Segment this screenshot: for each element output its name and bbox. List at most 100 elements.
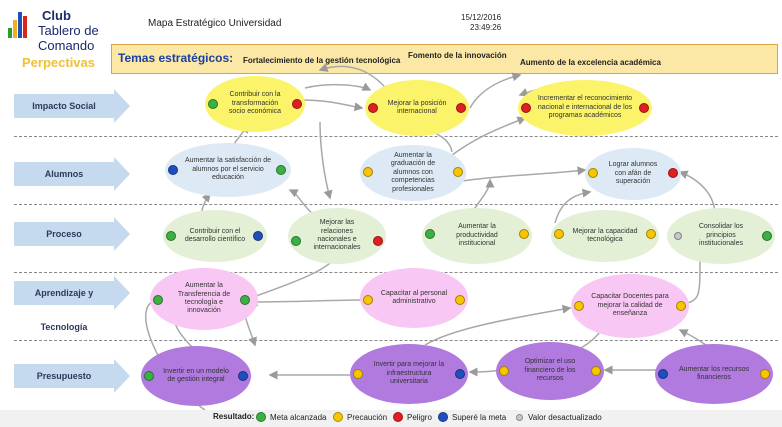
perspectives-label: Perpectivas [22,55,95,70]
objective-text: Aumentar la graduación de alumnos con co… [390,152,436,193]
objective-node-recursos-financieros[interactable]: Aumentar los recursos financieros [655,344,773,404]
objective-text: Mejorar la capacidad tecnológica [572,227,638,243]
status-green-icon [762,231,772,241]
row-impacto-social: Impacto Social [14,89,130,123]
legend-label: Superé la meta [452,412,507,422]
status-yellow-icon [676,301,686,311]
status-blue-icon [253,231,263,241]
status-blue-icon [658,369,668,379]
row-presupuesto: Presupuesto [14,359,130,393]
theme-gestion-tecnologica[interactable]: Fortalecimiento de la gestión tecnológic… [243,56,401,65]
header: Club Tablero de Comando Mapa Estratégico… [0,0,782,53]
club-logo: Club Tablero de Comando [8,8,138,53]
row-separator [14,340,778,341]
objective-node-productividad-institucional[interactable]: Aumentar la productividad institucional [422,208,532,264]
objective-text: Aumentar la Transferencia de tecnología … [177,282,231,315]
objective-text: Capacitar al personal administrativo [380,289,448,305]
status-red-icon [368,103,378,113]
theme-fomento-innovacion[interactable]: Fomento de la innovación [408,51,507,60]
legend-gray-icon [516,413,523,421]
status-green-icon [153,295,163,305]
legend-item-valor-desactualizado: Valor desactualizado [516,411,602,423]
objective-text: Incrementar el reconocimiento nacional e… [537,95,633,120]
objective-text: Invertir en un modelo de gestión integra… [163,367,229,383]
objective-node-modelo-gestion[interactable]: Invertir en un modelo de gestión integra… [141,346,251,406]
status-red-icon [456,103,466,113]
row-alumnos: Alumnos [14,157,130,191]
status-green-icon [166,231,176,241]
legend-green-icon [256,412,266,422]
row-label: Aprendizaje y Tecnología [34,288,94,332]
status-green-icon [291,236,301,246]
status-green-icon [208,99,218,109]
strategic-themes-title: Temas estratégicos: [118,51,234,65]
legend-title: Resultado: [213,412,255,421]
status-red-icon [521,103,531,113]
status-green-icon [276,165,286,175]
objective-node-principios-institucionales[interactable]: Consolidar los principios institucionale… [667,208,775,264]
row-label: Presupuesto [36,371,92,381]
status-yellow-icon [453,167,463,177]
status-blue-icon [238,371,248,381]
status-yellow-icon [455,295,465,305]
status-green-icon [144,371,154,381]
logo-tablero-text: Tablero de Comando [38,23,99,53]
objective-node-contribuir-transformacion[interactable]: Contribuir con la transformación socio e… [205,76,305,132]
row-separator [14,136,778,137]
row-separator [14,204,778,205]
objective-text: Lograr alumnos con afán de superación [608,161,658,186]
objective-node-reconocimiento-programas[interactable]: Incrementar el reconocimiento nacional e… [518,80,652,136]
legend-item-supere-meta: Superé la meta [438,411,506,423]
status-yellow-icon [591,366,601,376]
legend-label: Precaución [347,412,388,422]
objective-node-capacitar-docentes[interactable]: Capacitar Docentes para mejorar la calid… [571,274,689,338]
status-yellow-icon [363,167,373,177]
objective-node-desarrollo-cientifico[interactable]: Contribuir con el desarrollo científico [163,210,267,262]
row-label: Alumnos [44,169,84,179]
objective-text: Aumentar los recursos financieros [678,365,750,381]
status-yellow-icon [574,301,584,311]
status-green-icon [425,229,435,239]
status-yellow-icon [519,229,529,239]
objective-node-capacitar-personal[interactable]: Capacitar al personal administrativo [360,268,468,328]
row-arrow-icon [14,217,130,251]
legend-bar [0,410,782,427]
legend-item-peligro: Peligro [393,411,432,423]
legend-label: Peligro [407,412,432,422]
objective-text: Aumentar la productividad institucional [456,223,498,248]
legend-yellow-icon [333,412,343,422]
objective-text: Mejorar las relaciones nacionales e inte… [313,219,361,252]
status-red-icon [373,236,383,246]
objective-text: Contribuir con la transformación socio e… [228,91,282,116]
objective-node-graduacion-alumnos[interactable]: Aumentar la graduación de alumnos con co… [360,145,466,201]
status-red-icon [639,103,649,113]
legend-item-precaucion: Precaución [333,411,387,423]
objective-node-relaciones-internacionales[interactable]: Mejorar las relaciones nacionales e inte… [288,208,386,264]
objective-text: Mejorar la posición internacional [387,99,447,115]
status-yellow-icon [363,295,373,305]
objective-node-capacidad-tecnologica[interactable]: Mejorar la capacidad tecnológica [551,210,659,262]
logo-bars-icon [8,10,34,38]
row-arrow-icon [14,359,130,393]
objective-node-posicion-internacional[interactable]: Mejorar la posición internacional [365,80,469,136]
status-gray-icon [674,232,682,240]
objective-text: Aumentar la satisfacción de alumnos por … [185,157,271,182]
status-red-icon [292,99,302,109]
status-yellow-icon [760,369,770,379]
objective-text: Invertir para mejorar la infraestructura… [373,361,445,386]
row-arrow-icon [14,157,130,191]
row-aprendizaje-tecnologia: Aprendizaje y Tecnología [14,276,130,332]
legend-item-meta-alcanzada: Meta alcanzada [256,411,326,423]
status-yellow-icon [646,229,656,239]
report-date: 15/12/2016 [461,13,502,22]
objective-node-satisfaccion-alumnos[interactable]: Aumentar la satisfacción de alumnos por … [165,143,291,197]
objective-node-afan-superacion[interactable]: Lograr alumnos con afán de superación [585,148,681,200]
legend-red-icon [393,412,403,422]
objective-node-infraestructura[interactable]: Invertir para mejorar la infraestructura… [350,344,468,404]
status-yellow-icon [588,168,598,178]
theme-excelencia-academica[interactable]: Aumento de la excelencia académica [520,58,661,67]
status-yellow-icon [353,369,363,379]
status-yellow-icon [554,229,564,239]
objective-node-optimizar-recursos[interactable]: Optimizar el uso financiero de los recur… [496,342,604,400]
objective-text: Consolidar los principios institucionale… [698,223,744,248]
